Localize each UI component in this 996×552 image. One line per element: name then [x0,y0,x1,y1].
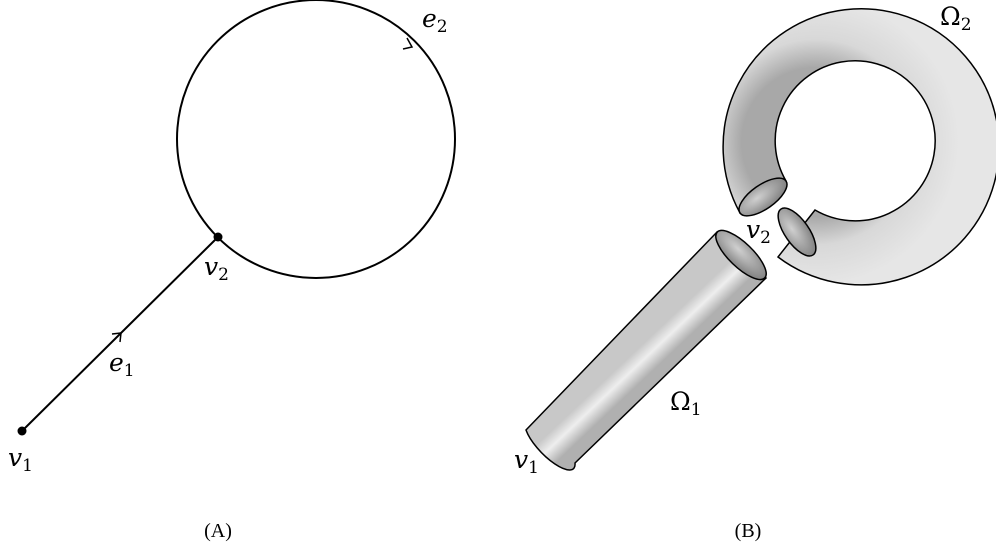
loop-edge-e2 [176,0,456,279]
ring-cut-face-right [777,207,817,257]
panel-a: v1 v2 e1 e2 (A) [8,0,456,542]
domain-omega1-cylinder [525,230,768,471]
edge-e2-label: e2 [422,4,448,37]
edge-e1-arrow [111,332,122,343]
cylinder-end-face [715,229,767,281]
vertex-v1-label: v1 [8,443,33,476]
domain-omega2-label: Ω2 [940,2,972,35]
edge-e2-arrow [402,37,414,50]
vertex-v2-label-b: v2 [746,215,771,248]
panel-b: v1 v2 Ω1 Ω2 (B) [514,2,996,542]
vertex-v2-dot [213,232,223,242]
vertex-v1-label-b: v1 [514,445,539,478]
panel-a-caption: (A) [204,520,232,542]
edge-e1-label: e1 [109,348,135,381]
edge-e1 [21,236,219,432]
vertex-v2-label: v2 [204,252,229,285]
domain-omega2-ring [722,8,996,286]
panel-b-caption: (B) [735,520,762,542]
vertex-v1-dot [17,426,27,436]
ring-cut-face-left [738,177,788,217]
domain-omega1-label: Ω1 [670,387,702,420]
